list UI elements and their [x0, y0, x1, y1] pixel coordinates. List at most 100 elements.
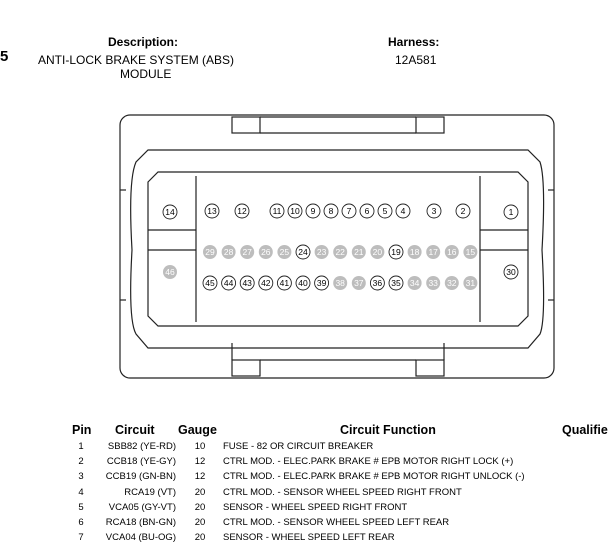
svg-text:12: 12: [237, 206, 247, 216]
connector-pin: 44: [221, 275, 237, 291]
connector-pin: 6: [359, 203, 375, 219]
circuit-cell: RCA18 (BN-GN): [105, 517, 176, 528]
connector-pin: 3: [426, 203, 442, 219]
connector-pin: 20: [370, 245, 385, 259]
connector-pin: 32: [444, 276, 459, 290]
connector-outline: [119, 114, 555, 379]
pin-cell: 1: [78, 441, 84, 452]
svg-text:33: 33: [428, 278, 438, 288]
header-circuit-function: Circuit Function: [340, 423, 436, 437]
svg-text:35: 35: [391, 278, 401, 288]
svg-text:8: 8: [329, 206, 334, 216]
connector-pin: 38: [333, 276, 348, 290]
svg-text:5: 5: [383, 206, 388, 216]
function-cell: CTRL MOD. - SENSOR WHEEL SPEED LEFT REAR: [223, 517, 450, 528]
svg-text:19: 19: [391, 247, 401, 257]
connector-pin: 36: [369, 275, 385, 291]
function-cell: CTRL MOD. - SENSOR WHEEL SPEED RIGHT FRO…: [223, 486, 462, 498]
pin-cell: 3: [78, 471, 84, 483]
pin-cell: 7: [78, 532, 84, 544]
connector-pin: 16: [444, 245, 459, 259]
connector-pin: 4: [395, 203, 411, 219]
header-gauge: Gauge: [178, 423, 217, 437]
connector-pin: 17: [426, 245, 441, 259]
pin-cell: 4: [78, 486, 84, 498]
gauge-cell: 10: [194, 441, 206, 452]
section-number: 5: [0, 48, 9, 65]
harness-heading: Harness:: [388, 35, 440, 49]
pin-cell: 2: [78, 456, 84, 468]
connector-pin: 11: [269, 203, 285, 219]
svg-text:15: 15: [466, 247, 476, 257]
connector-pin: 40: [295, 275, 311, 291]
connector-pin: 21: [351, 245, 366, 259]
connector-pin: 34: [407, 276, 422, 290]
gauge-cell: 20: [194, 486, 206, 498]
svg-text:4: 4: [401, 206, 406, 216]
connector-pin: 26: [258, 245, 273, 259]
header-circuit: Circuit: [115, 423, 155, 437]
svg-text:24: 24: [298, 247, 308, 257]
connector-pin: 1: [503, 204, 519, 220]
svg-text:1: 1: [509, 207, 514, 217]
connector-pin: 25: [277, 245, 292, 259]
svg-text:42: 42: [261, 278, 271, 288]
connector-pin: 28: [221, 245, 236, 259]
svg-text:25: 25: [280, 247, 290, 257]
header-pin: Pin: [72, 423, 92, 437]
connector-pin: 2: [455, 203, 471, 219]
svg-text:26: 26: [261, 247, 271, 257]
connector-pin: 22: [333, 245, 348, 259]
function-cell: CTRL MOD. - ELEC.PARK BRAKE # EPB MOTOR …: [223, 456, 514, 468]
gauge-cell: 20: [194, 517, 206, 528]
svg-text:9: 9: [311, 206, 316, 216]
svg-text:13: 13: [207, 206, 217, 216]
gauge-cell: 20: [194, 532, 206, 544]
svg-text:16: 16: [447, 247, 457, 257]
svg-text:22: 22: [335, 247, 345, 257]
description-line2: MODULE: [120, 67, 172, 81]
connector-pin: 12: [234, 203, 250, 219]
connector-pin: 18: [407, 245, 422, 259]
function-cell: SENSOR - WHEEL SPEED LEFT REAR: [223, 532, 395, 544]
gauge-cell: 12: [194, 456, 206, 468]
svg-text:34: 34: [410, 278, 420, 288]
svg-text:29: 29: [205, 247, 215, 257]
connector-pin: 30: [503, 264, 519, 280]
connector-pin: 43: [239, 275, 255, 291]
connector-pin: 9: [305, 203, 321, 219]
svg-text:6: 6: [365, 206, 370, 216]
circuit-cell: CCB19 (GN-BN): [105, 471, 176, 483]
svg-text:10: 10: [290, 206, 300, 216]
connector-pin: 8: [323, 203, 339, 219]
svg-text:39: 39: [317, 278, 327, 288]
svg-text:44: 44: [224, 278, 234, 288]
circuit-cell: SBB82 (YE-RD): [107, 441, 176, 452]
svg-text:31: 31: [466, 278, 476, 288]
svg-text:3: 3: [432, 206, 437, 216]
table-row: 1 SBB82 (YE-RD) 10 FUSE - 82 OR CIRCUIT BRE…: [0, 441, 609, 456]
connector-pin: 39: [314, 275, 330, 291]
svg-text:28: 28: [224, 247, 234, 257]
connector-pin: 27: [240, 245, 255, 259]
connector-pin: 41: [276, 275, 292, 291]
connector-pin: 42: [258, 275, 274, 291]
svg-text:27: 27: [242, 247, 252, 257]
description-heading: Description:: [108, 35, 179, 49]
table-row: 2 CCB18 (YE-GY) 12 CTRL MOD. - ELEC.PARK BR…: [0, 456, 609, 471]
connector-pin: 13: [204, 203, 220, 219]
svg-text:36: 36: [373, 278, 383, 288]
connector-pin: 24: [295, 244, 311, 260]
header-qualifier: Qualifie: [562, 423, 608, 437]
function-cell: FUSE - 82 OR CIRCUIT BREAKER: [223, 441, 374, 452]
svg-text:38: 38: [335, 278, 345, 288]
circuit-cell: CCB18 (YE-GY): [106, 456, 176, 468]
pin-cell: 5: [78, 501, 84, 513]
svg-text:21: 21: [354, 247, 364, 257]
svg-text:11: 11: [273, 206, 282, 216]
function-cell: CTRL MOD. - ELEC.PARK BRAKE # EPB MOTOR …: [223, 471, 525, 483]
svg-text:2: 2: [461, 206, 466, 216]
